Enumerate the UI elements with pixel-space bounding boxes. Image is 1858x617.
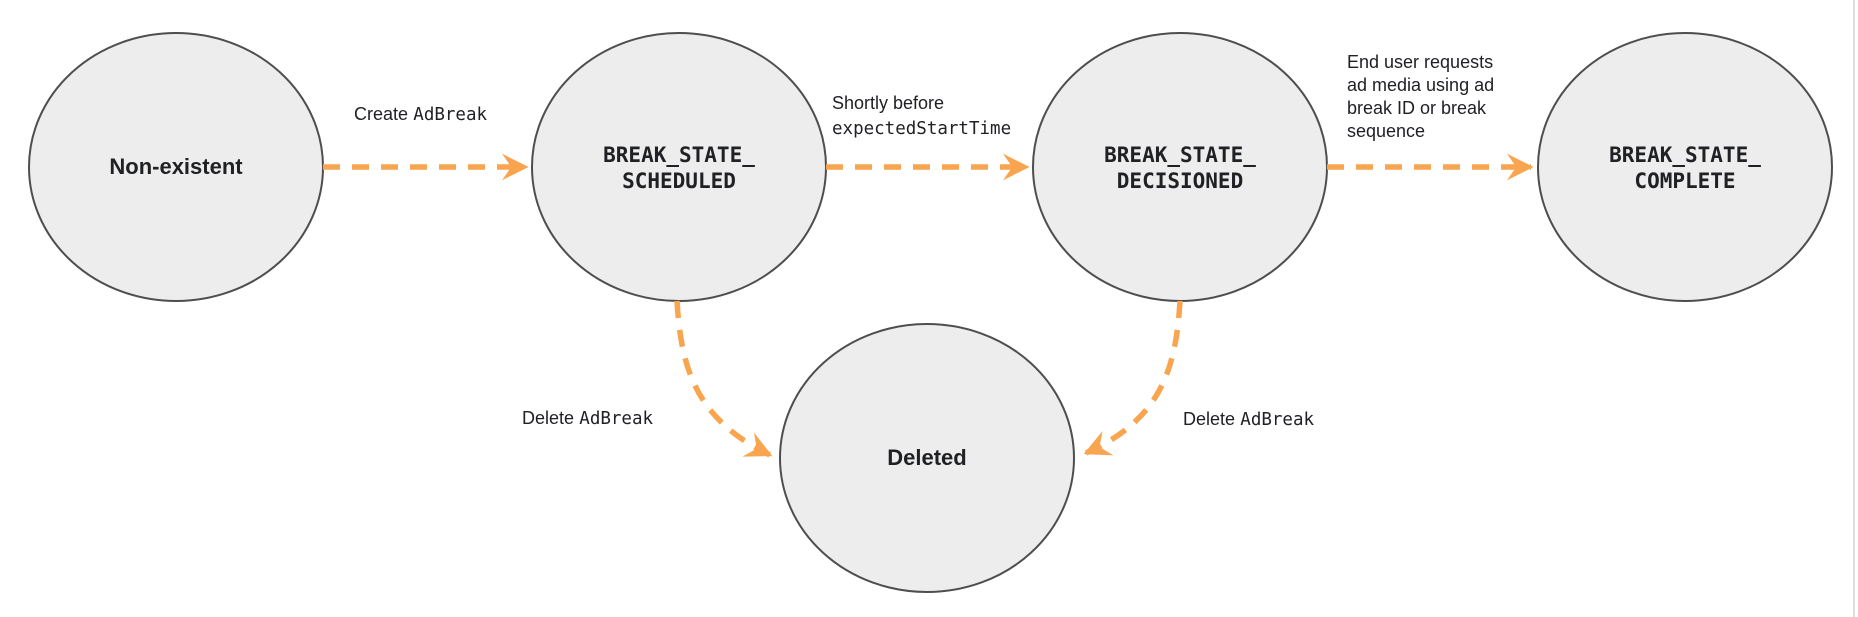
transition-label-sans-line: Shortly before: [832, 93, 945, 113]
transition-label-sans-part: Create: [354, 104, 409, 124]
transition-label-mono-part: AdBreak: [413, 105, 488, 125]
state-label-break-state-decisioned: BREAK_STATE_ DECISIONED: [1104, 142, 1256, 194]
transition-label-line: ad media using ad: [1347, 75, 1495, 95]
transition-arrow-delete-adbreak-from-scheduled: [674, 300, 773, 458]
transition-label-line: End user requests: [1347, 52, 1494, 72]
state-circle-deleted: [779, 323, 1075, 593]
state-circle-break-state-complete: [1537, 32, 1833, 302]
transition-arrow-delete-adbreak-from-decisioned: [1083, 300, 1183, 456]
state-label-line: SCHEDULED: [622, 169, 736, 193]
transition-label-sans-part: Delete: [1183, 409, 1236, 429]
state-label-break-state-scheduled: BREAK_STATE_ SCHEDULED: [603, 142, 755, 194]
state-label-break-state-complete: BREAK_STATE_ COMPLETE: [1609, 142, 1761, 194]
transition-label-mono-line: expectedStartTime: [832, 119, 1012, 139]
transition-label-end-user-requests: End user requests ad media using ad brea…: [1347, 51, 1494, 143]
transition-label-sans-part: Delete: [522, 408, 575, 428]
state-label-line: BREAK_STATE_: [1104, 143, 1256, 167]
transition-label-mono-part: AdBreak: [579, 409, 654, 429]
content-edge-divider: [1853, 0, 1855, 617]
state-label-line: BREAK_STATE_: [603, 143, 755, 167]
state-label-line: BREAK_STATE_: [1609, 143, 1761, 167]
state-label-non-existent: Non-existent: [109, 154, 243, 179]
transition-label-shortly-before: Shortly before expectedStartTime: [832, 90, 1011, 142]
transition-label-mono-part: AdBreak: [1240, 410, 1315, 430]
transition-label-line: sequence: [1347, 121, 1426, 141]
state-label-deleted: Deleted: [887, 445, 967, 470]
state-label-line: DECISIONED: [1116, 169, 1244, 193]
transition-label-line: break ID or break: [1347, 98, 1487, 118]
state-label-line: COMPLETE: [1634, 169, 1736, 193]
